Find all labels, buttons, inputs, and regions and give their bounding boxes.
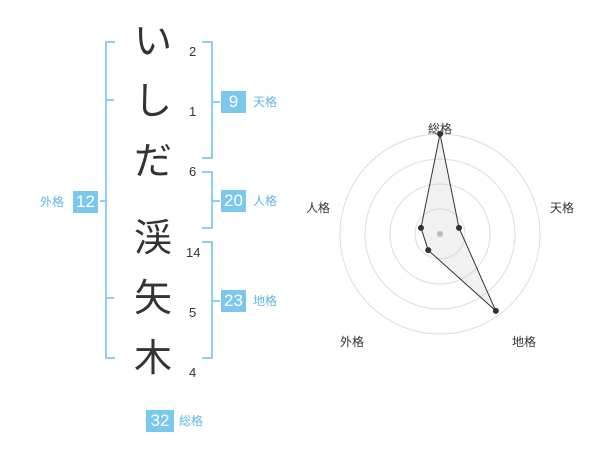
radar-point-0: [437, 131, 443, 137]
radar-point-2: [492, 307, 499, 314]
stroke-count-3: 6: [189, 164, 197, 179]
name-char-3: だ: [133, 139, 172, 183]
name-char-4: 渓: [133, 216, 172, 260]
stroke-count-4: 14: [186, 245, 201, 260]
radar-area: [420, 133, 497, 312]
stroke-count-1: 2: [189, 44, 197, 59]
radar-point-4: [417, 224, 424, 231]
radar-ring-3: [364, 158, 516, 310]
name-char-2: し: [133, 79, 172, 123]
radar-ring-1: [414, 208, 466, 260]
radar-center: [437, 231, 443, 237]
radar-point-3: [425, 247, 432, 254]
name-char-5: 矢: [133, 276, 172, 320]
radar-point-1: [456, 224, 463, 231]
chikaku-label: 地格: [253, 294, 278, 308]
stroke-count-2: 1: [189, 104, 197, 119]
axis-label-4: 人格: [306, 200, 330, 215]
tenkaku-score: 9: [221, 91, 246, 113]
soukaku-label: 総格: [179, 414, 204, 428]
name-char-1: い: [133, 19, 172, 63]
axis-label-1: 天格: [550, 200, 574, 215]
jinkaku-score: 20: [221, 190, 246, 212]
axis-label-2: 地格: [512, 334, 536, 349]
radar-ring-2: [389, 183, 491, 285]
gaikaku-score: 12: [73, 191, 98, 213]
jinkaku-label: 人格: [253, 194, 278, 208]
stroke-count-6: 4: [189, 365, 197, 380]
axis-label-3: 外格: [340, 334, 364, 349]
tenkaku-label: 天格: [253, 95, 278, 109]
chikaku-score: 23: [221, 290, 246, 312]
axis-label-0: 総格: [428, 121, 452, 136]
gaikaku-label: 外格: [40, 195, 65, 209]
stroke-count-5: 5: [189, 305, 197, 320]
name-char-6: 木: [133, 336, 172, 380]
soukaku-score: 32: [146, 410, 174, 432]
